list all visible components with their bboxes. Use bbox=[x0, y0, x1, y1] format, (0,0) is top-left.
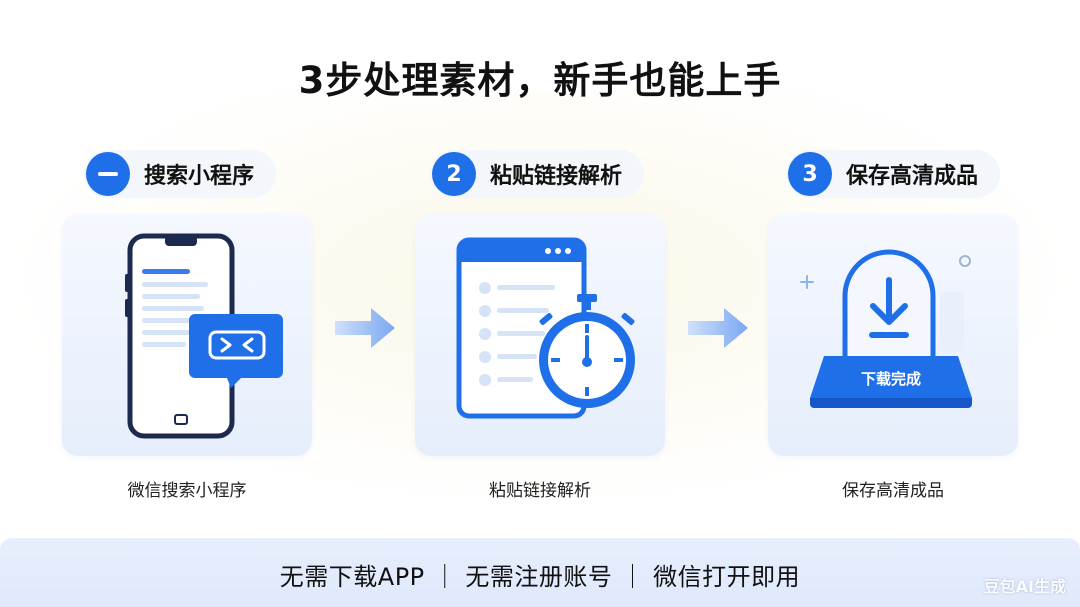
step-1-caption: 微信搜索小程序 bbox=[127, 481, 247, 501]
step-1-badge bbox=[86, 152, 130, 196]
stopwatch-icon bbox=[539, 294, 635, 408]
step-2-caption: 粘贴链接解析 bbox=[489, 481, 591, 501]
step-3-title: 保存高清成品 bbox=[846, 164, 979, 189]
arrow-right-icon bbox=[688, 308, 748, 348]
download-complete-label: 下载完成 bbox=[860, 370, 921, 388]
step-2-card bbox=[415, 214, 665, 456]
step-1-header: 搜索小程序 bbox=[84, 150, 277, 198]
step-3-card: 下载完成 bbox=[768, 214, 1018, 456]
download-icon bbox=[842, 249, 936, 364]
dash-icon bbox=[98, 172, 118, 176]
browser-window-icon bbox=[456, 237, 635, 419]
arrow-right-icon bbox=[335, 308, 395, 348]
page-title: 3步处理素材，新手也能上手 bbox=[298, 59, 782, 102]
step-3-header: 3 保存高清成品 bbox=[786, 150, 1001, 198]
step-3-badge: 3 bbox=[788, 152, 832, 196]
step-3-caption: 保存高清成品 bbox=[842, 481, 944, 501]
step-2-header: 2 粘贴链接解析 bbox=[430, 150, 645, 198]
step-2-badge: 2 bbox=[432, 152, 476, 196]
step-2-title: 粘贴链接解析 bbox=[490, 164, 623, 189]
download-illustration bbox=[800, 249, 972, 408]
phone-icon bbox=[125, 233, 283, 439]
step-1-title: 搜索小程序 bbox=[144, 164, 255, 189]
step-1-card bbox=[62, 214, 312, 456]
chat-bubble-icon bbox=[189, 314, 283, 388]
banner-text: 无需下载APP ｜ 无需注册账号 ｜ 微信打开即用 bbox=[279, 563, 801, 591]
watermark: 豆包AI生成 bbox=[983, 577, 1066, 596]
bottom-banner bbox=[0, 538, 1080, 607]
